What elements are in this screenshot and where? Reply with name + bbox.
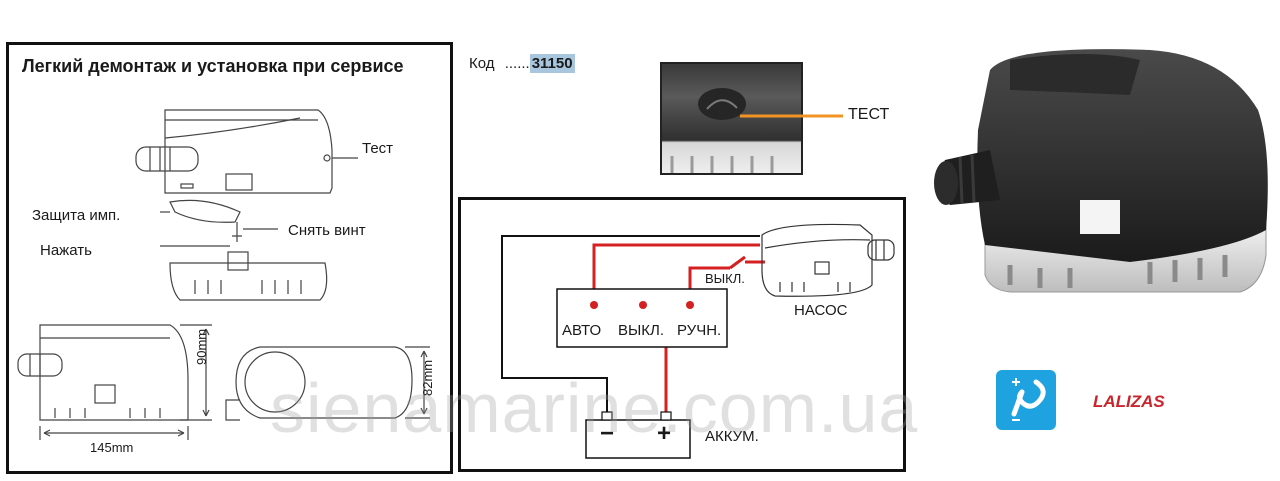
- test-button-photo-art: [670, 88, 774, 173]
- switch-dot-auto: [590, 301, 598, 309]
- pump-drawing: [761, 223, 895, 297]
- label-protection: Защита имп.: [32, 207, 121, 224]
- code-prefix: Код: [469, 55, 495, 72]
- code-label: Код ......31150: [469, 54, 575, 73]
- label-remove-screw: Снять винт: [288, 222, 366, 239]
- service-panel-title: Легкий демонтаж и установка при сервисе: [22, 56, 404, 76]
- pump-side-view-drawing: [135, 109, 358, 194]
- code-dots: ......: [504, 55, 530, 72]
- label-test: Тест: [362, 140, 394, 157]
- wiring-label-switch-off: ВЫКЛ.: [705, 271, 745, 286]
- battery-box: [585, 419, 691, 459]
- switch-dot-manual: [686, 301, 694, 309]
- battery-plus: +: [657, 420, 672, 447]
- wiring-label-off: ВЫКЛ.: [618, 322, 665, 339]
- service-panel: [6, 42, 453, 474]
- label-press: Нажать: [40, 242, 92, 259]
- test-button-photo: [660, 62, 803, 175]
- dim-width-label: 145mm: [90, 440, 134, 455]
- code-value: 31150: [529, 54, 575, 73]
- auto-pump-logo: [996, 370, 1056, 430]
- switch-dot-off: [639, 301, 647, 309]
- protection-plate-drawing: [160, 199, 278, 247]
- pump-dimension-top-drawing: [225, 346, 430, 421]
- pump-dimension-front-drawing: [17, 324, 212, 440]
- brand-lalizas: LALIZAS: [1093, 392, 1165, 411]
- watermark: sienamarine.com.ua: [270, 369, 919, 447]
- pump-base-drawing: [169, 251, 328, 301]
- battery-minus: −: [600, 420, 615, 447]
- wiring-label-manual: РУЧН.: [677, 322, 722, 339]
- wiring-label-battery: АККУМ.: [705, 428, 759, 445]
- photo-test-label: ТЕСТ: [848, 106, 890, 123]
- wiring-label-pump: НАСОС: [794, 302, 848, 319]
- auto-pump-logo-icon: [1011, 378, 1046, 421]
- wiring-label-auto: АВТО: [562, 322, 602, 339]
- switch-box: [556, 288, 728, 348]
